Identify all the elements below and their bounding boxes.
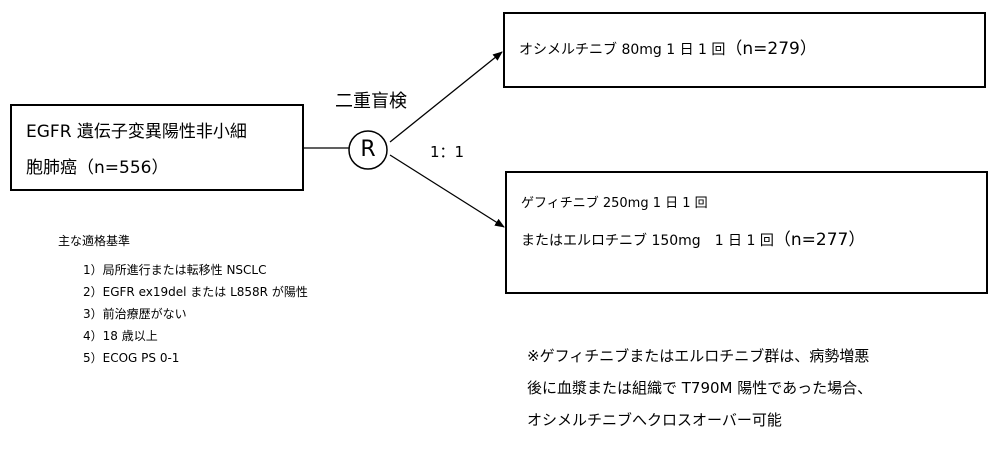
crossover-footnote: ※ゲフィチニブまたはエルロチニブ群は、病勢増悪 後に血漿または組織で T790M…	[527, 340, 872, 436]
arrow-to-arm-b	[389, 154, 505, 228]
criteria-item: 2）EGFR ex19del または L858R が陽性	[83, 285, 308, 299]
population-box: EGFR 遺伝子変異陽性非小細 胞肺癌（n=556）	[10, 104, 304, 191]
population-line-2: 胞肺癌（n=556）	[26, 158, 169, 178]
criteria-item: 5）ECOG PS 0-1	[83, 351, 180, 365]
footnote-line: 後に血漿または組織で T790M 陽性であった場合、	[527, 379, 873, 397]
eligibility-criteria: 主な適格基準 1）局所進行または転移性 NSCLC 2）EGFR ex19del…	[58, 232, 308, 369]
population-line-1: EGFR 遺伝子変異陽性非小細	[26, 122, 247, 142]
criteria-item: 1）局所進行または転移性 NSCLC	[83, 263, 267, 277]
arm-a-treatment: オシメルチニブ 80mg 1 日 1 回	[519, 42, 726, 58]
randomization-symbol: R	[360, 137, 376, 162]
arm-b-line-2: またはエルロチニブ 150mg 1 日 1 回	[521, 233, 774, 249]
arm-a-box: オシメルチニブ 80mg 1 日 1 回（n=279）	[503, 12, 986, 88]
footnote-line: オシメルチニブへクロスオーバー可能	[527, 411, 782, 429]
criteria-title: 主な適格基準	[58, 234, 131, 248]
randomization-circle	[348, 130, 388, 170]
arm-a-n: （n=279）	[725, 39, 817, 59]
arrow-to-arm-a	[389, 51, 503, 143]
arm-b-box: ゲフィチニブ 250mg 1 日 1 回 またはエルロチニブ 150mg 1 日…	[505, 171, 988, 294]
arm-b-n: （n=277）	[773, 230, 866, 250]
criteria-item: 4）18 歳以上	[83, 329, 158, 343]
blinding-label: 二重盲検	[335, 91, 407, 112]
criteria-item: 3）前治療歴がない	[83, 307, 187, 321]
footnote-line: ※ゲフィチニブまたはエルロチニブ群は、病勢増悪	[527, 347, 870, 365]
arm-b-line-1: ゲフィチニブ 250mg 1 日 1 回	[521, 196, 708, 211]
allocation-ratio-label: 1：1	[430, 143, 465, 161]
